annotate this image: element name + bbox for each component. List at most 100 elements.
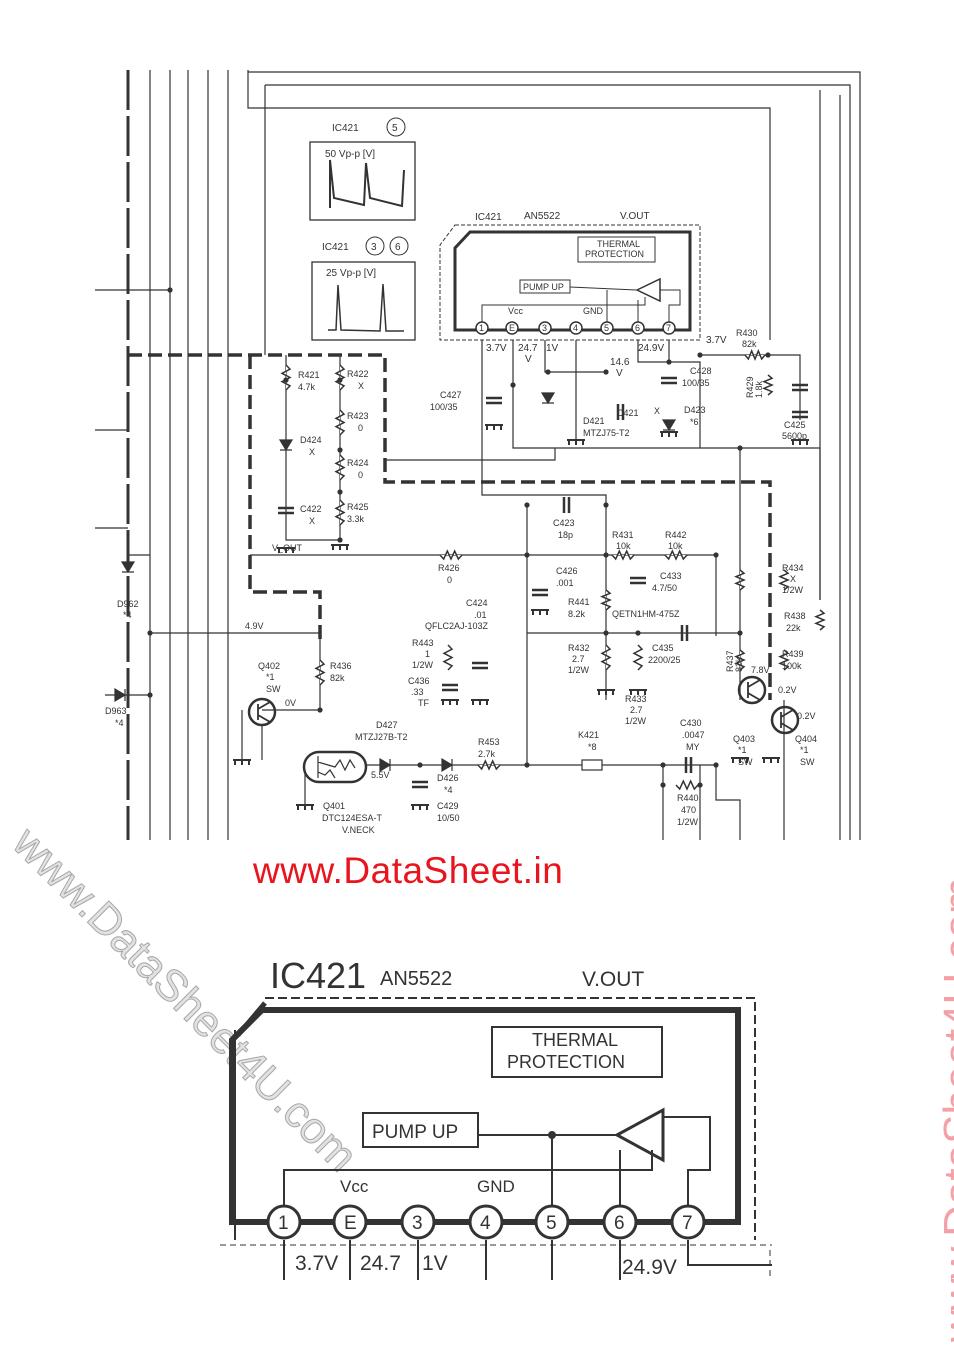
detail-pin-label: 6 bbox=[614, 1213, 625, 1234]
junction-dot bbox=[337, 537, 343, 543]
resistor bbox=[334, 409, 346, 436]
label-r439v: 100k bbox=[782, 661, 802, 671]
junction-dot bbox=[603, 630, 609, 636]
wire bbox=[544, 340, 606, 373]
wire bbox=[700, 354, 801, 420]
label-c428: C428 bbox=[690, 366, 712, 376]
label-c435: C435 bbox=[652, 643, 674, 653]
diode bbox=[540, 392, 556, 405]
detail-pin-label: 7 bbox=[682, 1213, 693, 1234]
resistor bbox=[778, 569, 790, 591]
resistor bbox=[600, 589, 612, 611]
ic-pin-label: 7 bbox=[666, 323, 671, 333]
ic-name: IC421 bbox=[475, 212, 502, 223]
ic-pin-label: 5 bbox=[604, 323, 609, 333]
ic-pin-label: E bbox=[509, 323, 515, 333]
label-r439: R439 bbox=[782, 649, 804, 659]
label-r423: R423 bbox=[347, 411, 369, 421]
label-d423: D423 bbox=[684, 405, 706, 415]
label-r437: R437 bbox=[725, 650, 735, 672]
ic421-detail: IC421 AN5522 V.OUT THERMAL PROTECTION PU… bbox=[220, 955, 772, 1280]
junction-dot bbox=[417, 762, 423, 768]
resistor bbox=[600, 644, 612, 671]
pin2-voltage-unit: V bbox=[525, 354, 532, 365]
vcc-label: Vcc bbox=[508, 306, 524, 316]
junction-dot bbox=[713, 552, 719, 558]
resistor bbox=[778, 649, 790, 671]
junction-dot bbox=[697, 352, 703, 358]
ground-symbol bbox=[296, 804, 314, 810]
ic-pin-label: 1 bbox=[479, 323, 484, 333]
label-d962: D962 bbox=[117, 599, 139, 609]
wire bbox=[265, 84, 851, 840]
label-q401v: DTC124ESA-T bbox=[322, 813, 383, 823]
label-r421: R421 bbox=[298, 370, 320, 380]
detail-pump-up: PUMP UP bbox=[372, 1122, 458, 1143]
label-c426v: .001 bbox=[556, 578, 574, 588]
watermark-vertical: www.DataSheet4U.com bbox=[935, 877, 954, 1342]
label-c424v: .01 bbox=[474, 610, 487, 620]
label-d421v: MTZJ75-T2 bbox=[583, 428, 630, 438]
junction-dot bbox=[337, 447, 343, 453]
ic-pin-label: 6 bbox=[635, 323, 640, 333]
junction-dot bbox=[603, 369, 609, 375]
junction-dot bbox=[660, 782, 666, 788]
pin7-voltage: 24.9V bbox=[638, 343, 664, 354]
label-c427v: 100/35 bbox=[430, 402, 458, 412]
label-d426v: *4 bbox=[444, 785, 453, 795]
resistor bbox=[814, 609, 826, 631]
wave1-scale: 50 Vp-p [V] bbox=[325, 149, 375, 160]
label-c433: C433 bbox=[660, 571, 682, 581]
label-d427: D427 bbox=[376, 720, 398, 730]
resistor bbox=[477, 759, 501, 771]
label-r437v: 82k bbox=[734, 657, 744, 672]
detail-vout: V.OUT bbox=[582, 968, 644, 991]
ic-pin-circle bbox=[505, 321, 519, 335]
label-q402b: SW bbox=[266, 684, 281, 694]
detail-pin-label: 1 bbox=[278, 1213, 289, 1234]
label-d421: D421 bbox=[583, 416, 605, 426]
label-r438: R438 bbox=[784, 611, 806, 621]
detail-thermal-1: THERMAL bbox=[532, 1030, 618, 1050]
components bbox=[114, 287, 826, 810]
resistor bbox=[314, 659, 326, 686]
label-r430: R430 bbox=[736, 328, 758, 338]
transistor-q401-internal bbox=[317, 756, 356, 779]
pin3-voltage: 1V bbox=[546, 343, 559, 354]
shield-boundary bbox=[248, 355, 322, 640]
junction-dot bbox=[545, 369, 551, 375]
label-r422v: X bbox=[358, 381, 364, 391]
wave2-pin-a: 3 bbox=[371, 242, 377, 253]
label-v55: 5.5V bbox=[371, 770, 390, 780]
ic-pin-label: 3 bbox=[542, 323, 547, 333]
ground-symbol bbox=[629, 689, 647, 695]
ic-pin-label: 4 bbox=[573, 323, 578, 333]
label-q402a: *1 bbox=[266, 672, 275, 682]
label-c423v: 18p bbox=[558, 530, 573, 540]
label-c426: C426 bbox=[556, 566, 578, 576]
detail-pin-circle bbox=[670, 1204, 706, 1240]
label-c429: C429 bbox=[437, 801, 459, 811]
ic-pin-circle bbox=[475, 321, 489, 335]
label-vout: V_OUT bbox=[272, 543, 303, 553]
detail-pin3-voltage: 1V bbox=[422, 1252, 448, 1275]
ground-symbol bbox=[597, 689, 615, 695]
ground-symbol bbox=[791, 439, 809, 445]
detail-pin-label: 4 bbox=[480, 1213, 491, 1234]
transistor bbox=[737, 675, 767, 705]
label-r443v: 1 bbox=[425, 649, 430, 659]
label-r441: R441 bbox=[568, 597, 590, 607]
shield-boundary bbox=[128, 353, 772, 700]
wave2-scale: 25 Vp-p [V] bbox=[326, 268, 376, 279]
label-c430v: .0047 bbox=[682, 730, 705, 740]
wave1-title: IC421 bbox=[332, 123, 359, 134]
label-r443: R443 bbox=[412, 638, 434, 648]
label-c423: C423 bbox=[553, 518, 575, 528]
pump-up-label: PUMP UP bbox=[523, 282, 564, 292]
label-d963v: *4 bbox=[115, 718, 124, 728]
component-labels: R4214.7kR422XR4230D424XR4240C422XR4253.3… bbox=[105, 328, 817, 835]
wave2-pin-b: 6 bbox=[395, 242, 401, 253]
label-c427: C427 bbox=[440, 390, 462, 400]
label-k421v: *8 bbox=[588, 742, 597, 752]
